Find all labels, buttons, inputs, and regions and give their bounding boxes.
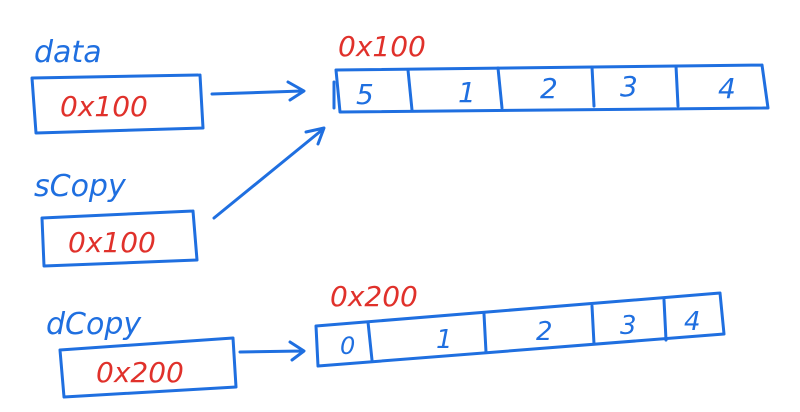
array-0x100-cell-3: 3 <box>620 70 638 103</box>
variable-scopy-name: sCopy <box>34 169 127 204</box>
variable-scopy-box <box>40 209 199 268</box>
array-0x200-cell-1: 1 <box>436 325 453 355</box>
variable-data-name: data <box>34 35 102 70</box>
variable-scopy: sCopy 0x100 <box>34 169 199 268</box>
variable-dcopy-value: 0x200 <box>96 356 184 389</box>
array-0x200: 0x200 0 1 2 3 4 <box>314 280 726 368</box>
variable-data-value: 0x100 <box>60 90 148 123</box>
array-0x100-address: 0x100 <box>338 30 426 63</box>
variable-data-box <box>30 73 205 135</box>
array-0x200-cell-4: 4 <box>684 307 701 337</box>
arrow-data-to-array-0x100 <box>210 80 306 102</box>
array-0x200-outline <box>314 291 726 368</box>
array-0x100: 0x100 5 1 2 3 4 <box>332 30 770 114</box>
array-0x100-cell-1: 1 <box>458 76 476 109</box>
pointer-arrows <box>210 80 326 362</box>
arrow-dcopy-to-array-0x200 <box>238 340 306 362</box>
variable-dcopy-box <box>58 336 238 399</box>
array-0x200-cell-2: 2 <box>536 317 553 347</box>
variable-data: data 0x100 <box>30 35 205 135</box>
arrow-scopy-to-array-0x100 <box>212 126 326 220</box>
array-0x100-outline <box>332 63 770 114</box>
variable-dcopy: dCopy 0x200 <box>46 307 238 399</box>
variable-dcopy-name: dCopy <box>46 307 142 342</box>
array-0x200-cell-3: 3 <box>620 311 637 341</box>
array-0x100-cell-0: 5 <box>356 78 374 111</box>
array-0x100-dividers <box>406 64 680 112</box>
array-0x200-cell-0: 0 <box>340 332 355 360</box>
array-0x200-address: 0x200 <box>330 280 418 313</box>
array-0x100-cell-4: 4 <box>718 72 736 105</box>
array-0x100-cell-2: 2 <box>540 72 558 105</box>
variable-scopy-value: 0x100 <box>68 226 156 259</box>
array-0x200-dividers <box>366 298 668 362</box>
